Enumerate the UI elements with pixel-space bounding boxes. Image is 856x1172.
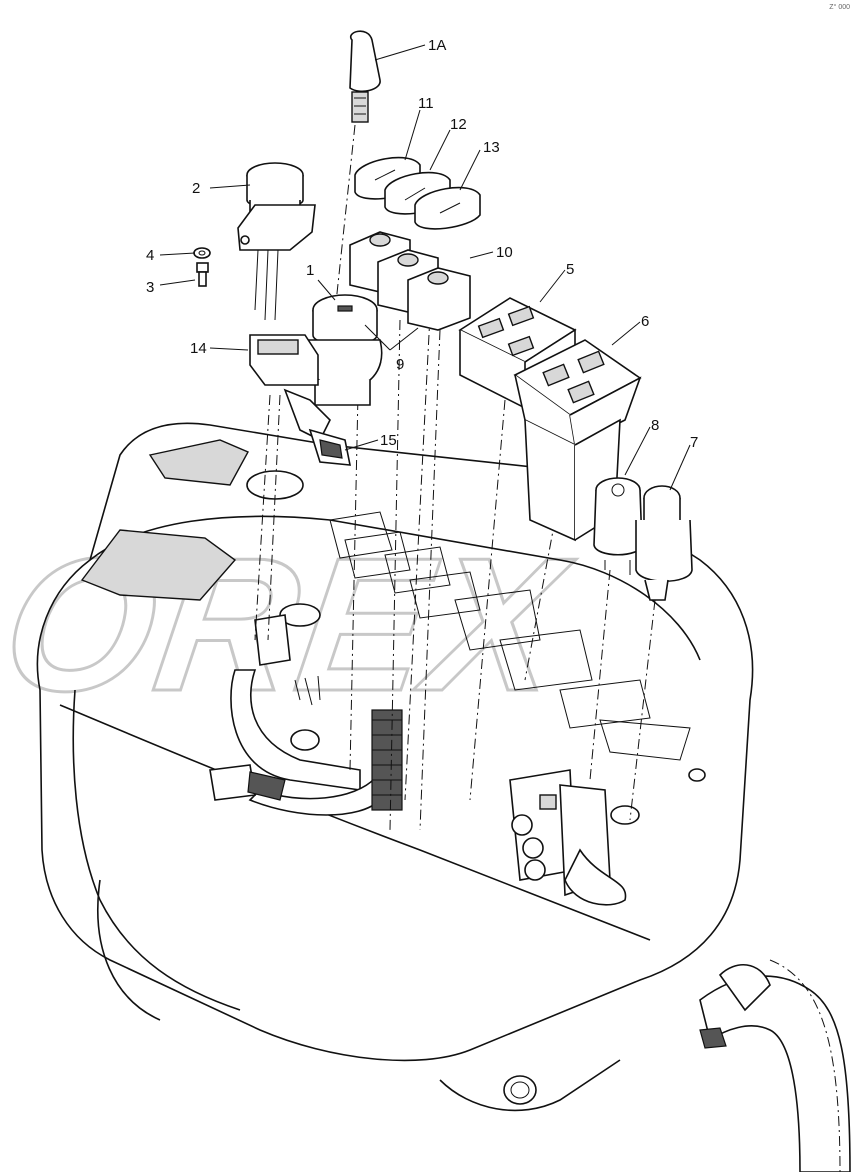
ignition-key (349, 30, 381, 123)
callout-5: 5 (566, 261, 574, 278)
grommet (503, 1075, 537, 1105)
callout-2: 2 (192, 180, 200, 197)
rocker-cap-13 (414, 186, 481, 230)
switch-pockets (329, 511, 691, 761)
control-switch-5 (458, 297, 577, 410)
mounting-bracket (509, 769, 627, 906)
control-switch-6 (513, 339, 642, 542)
callout-11: 11 (418, 95, 434, 112)
corner-mark: Z° 000 (829, 4, 850, 11)
callout-4: 4 (146, 247, 154, 264)
callout-7: 7 (690, 434, 698, 451)
harness-plug (308, 428, 351, 466)
ignition-switch (303, 294, 383, 406)
washer (193, 247, 211, 259)
callout-labels: 1A 11 12 13 2 4 3 1 10 5 6 14 9 15 8 7 (146, 37, 698, 451)
callout-6: 6 (641, 313, 649, 330)
cigarette-lighter (237, 162, 316, 321)
rocker-switch-bodies (349, 231, 471, 331)
callout-14: 14 (190, 340, 207, 357)
callout-1: 1 (306, 262, 314, 279)
callout-15: 15 (380, 432, 397, 449)
push-button-7 (635, 485, 693, 601)
callout-1A: 1A (428, 37, 446, 54)
console-hole-front (610, 805, 640, 825)
callout-10: 10 (496, 244, 513, 261)
console-hole-rear (246, 470, 304, 500)
console-hole-small (688, 768, 706, 782)
callout-3: 3 (146, 279, 154, 296)
console-housing (36, 422, 754, 1112)
wiring-harness (209, 614, 403, 816)
screw (196, 262, 209, 287)
callout-8: 8 (651, 417, 659, 434)
harness-plug-left (209, 764, 256, 801)
callout-9: 9 (396, 356, 404, 373)
assembly-lines (254, 124, 656, 831)
rotary-switch-8 (593, 477, 643, 575)
harness-connector-block (371, 709, 403, 811)
callout-13: 13 (483, 139, 500, 156)
switch-connector (249, 334, 331, 442)
console-hole-left (279, 603, 321, 627)
air-hose (699, 959, 851, 1172)
callout-12: 12 (450, 116, 467, 133)
callout-leaders (159, 44, 691, 491)
harness-socket-top (254, 614, 291, 666)
